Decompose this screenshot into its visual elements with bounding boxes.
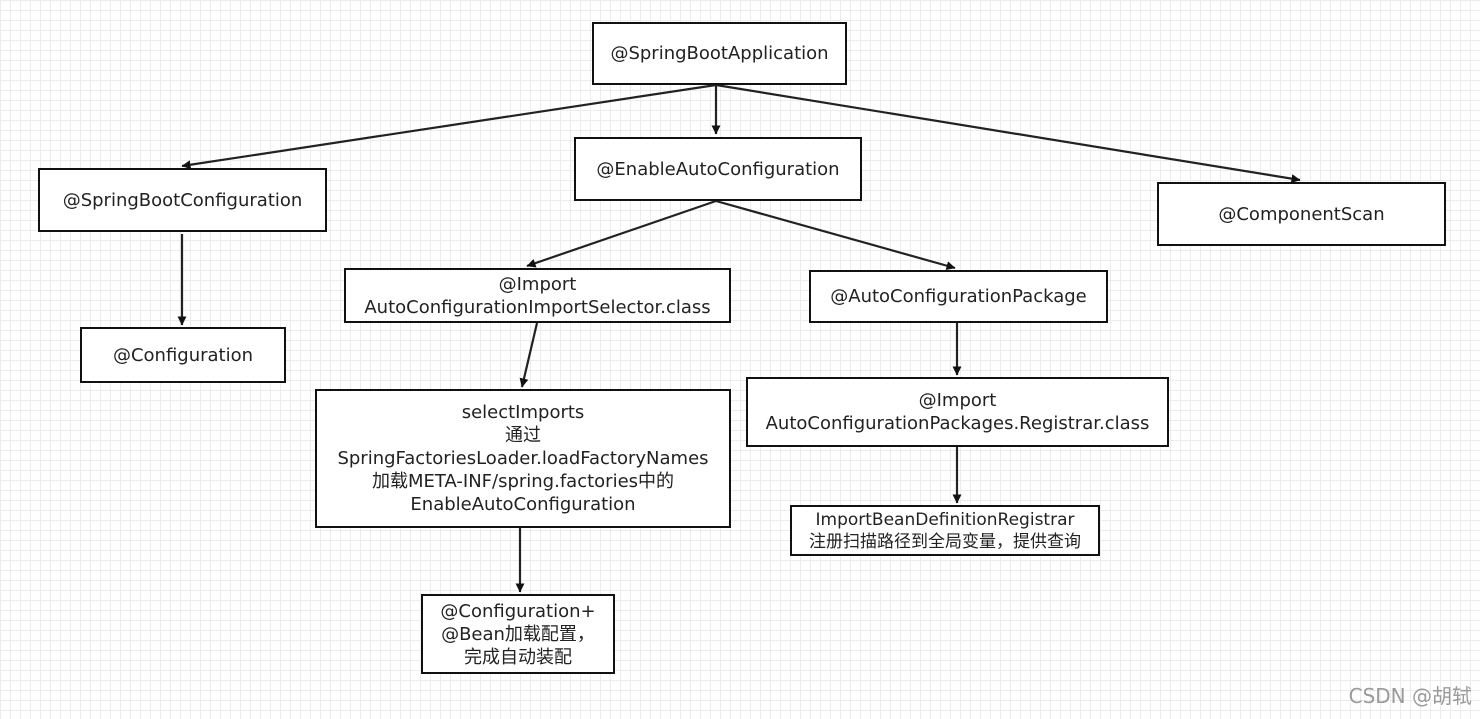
node-line: 注册扫描路径到全局变量，提供查询 (809, 531, 1081, 552)
select-imports-node: selectImports 通过 SpringFactoriesLoader.l… (315, 389, 731, 528)
edge-enableautoconfiguration-to-autoconfigurationpackage (715, 199, 956, 271)
node-line: @Bean加载配置， (441, 623, 595, 645)
bean-definition-registrar-node: ImportBeanDefinitionRegistrar 注册扫描路径到全局变… (790, 505, 1100, 556)
enable-auto-configuration-node: @EnableAutoConfiguration (574, 137, 862, 201)
edge-enableautoconfiguration-to-import-selector (526, 199, 717, 268)
node-line: SpringFactoriesLoader.loadFactoryNames (337, 448, 709, 469)
import-registrar-node: @Import AutoConfigurationPackages.Regist… (746, 377, 1169, 447)
node-line: 完成自动装配 (464, 646, 572, 668)
node-line: @Import (918, 390, 997, 411)
node-line: EnableAutoConfiguration (410, 494, 636, 515)
spring-boot-configuration-node: @SpringBootConfiguration (38, 168, 327, 232)
node-line: selectImports (461, 402, 585, 423)
node-line: 加载META-INF/spring.factories中的 (371, 471, 675, 492)
node-line: @Configuration+ (440, 600, 596, 622)
node-line: 通过 (505, 425, 541, 446)
auto-configuration-package-node: @AutoConfigurationPackage (809, 270, 1108, 323)
node-line: @AutoConfigurationPackage (830, 286, 1087, 307)
watermark: CSDN @胡轼 (1348, 684, 1472, 708)
node-line: @Configuration (112, 344, 254, 366)
configuration-node: @Configuration (80, 327, 286, 383)
node-line: @SpringBootApplication (610, 43, 829, 64)
node-line: AutoConfigurationImportSelector.class (364, 296, 711, 318)
spring-boot-application-node: @SpringBootApplication (592, 22, 847, 85)
node-line: @SpringBootConfiguration (62, 189, 303, 211)
node-line: @Import (498, 273, 577, 295)
edge-springbootapplication-to-componentscan (715, 83, 1301, 184)
edge-import-selector-to-selectimports (519, 322, 539, 388)
component-scan-node: @ComponentScan (1157, 182, 1446, 246)
node-line: ImportBeanDefinitionRegistrar (815, 509, 1075, 530)
configuration-bean-node: @Configuration+ @Bean加载配置， 完成自动装配 (421, 594, 615, 674)
node-line: @ComponentScan (1218, 203, 1385, 225)
edge-springbootapplication-to-springbootconfiguration (181, 83, 717, 170)
import-selector-node: @Import AutoConfigurationImportSelector.… (344, 268, 731, 323)
node-line: @EnableAutoConfiguration (596, 158, 840, 180)
node-line: AutoConfigurationPackages.Registrar.clas… (765, 413, 1150, 434)
